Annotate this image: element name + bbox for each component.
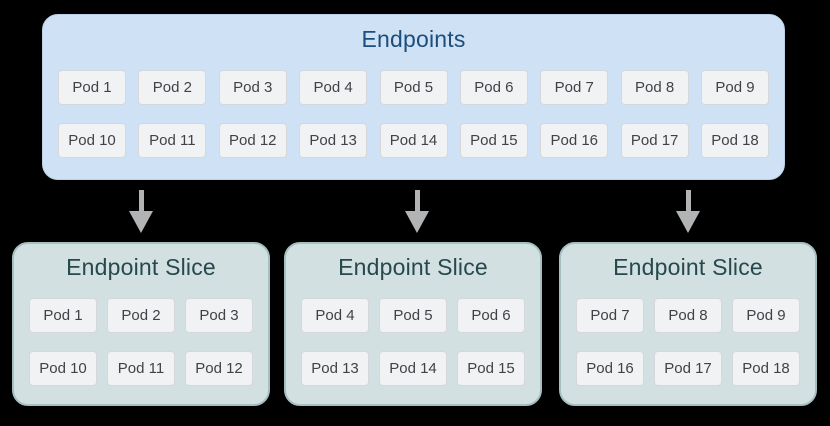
- pod-box: Pod 4: [301, 298, 369, 333]
- slice-pod-row-2: Pod 10 Pod 11 Pod 12: [29, 351, 253, 386]
- pod-box: Pod 9: [701, 70, 769, 105]
- arrow-head: [129, 211, 153, 233]
- pod-box: Pod 6: [457, 298, 525, 333]
- slice-pod-grid: Pod 7 Pod 8 Pod 9 Pod 16 Pod 17 Pod 18: [576, 298, 800, 386]
- pod-box: Pod 7: [576, 298, 644, 333]
- pod-box: Pod 3: [218, 70, 287, 105]
- arrow-stem: [414, 190, 420, 211]
- arrow-head: [405, 211, 429, 233]
- pod-box: Pod 16: [540, 123, 609, 158]
- endpoint-slice-box-3: Endpoint Slice Pod 7 Pod 8 Pod 9 Pod 16 …: [559, 242, 817, 406]
- endpoints-pod-grid: Pod 1 Pod 2 Pod 3 Pod 4 Pod 5 Pod 6 Pod …: [58, 70, 769, 158]
- pod-box: Pod 3: [185, 298, 253, 333]
- slice-pod-row-1: Pod 4 Pod 5 Pod 6: [301, 298, 525, 333]
- slice-pod-grid: Pod 1 Pod 2 Pod 3 Pod 10 Pod 11 Pod 12: [29, 298, 253, 386]
- pod-box: Pod 2: [107, 298, 175, 333]
- pod-box: Pod 10: [58, 123, 126, 158]
- pod-box: Pod 18: [701, 123, 769, 158]
- endpoint-slice-box-2: Endpoint Slice Pod 4 Pod 5 Pod 6 Pod 13 …: [284, 242, 542, 406]
- pod-box: Pod 15: [457, 351, 525, 386]
- pod-box: Pod 11: [138, 123, 207, 158]
- arrow-down-icon: [129, 190, 153, 233]
- pod-box: Pod 7: [540, 70, 609, 105]
- slice-pod-row-1: Pod 7 Pod 8 Pod 9: [576, 298, 800, 333]
- pod-box: Pod 13: [301, 351, 369, 386]
- slice-pod-row-2: Pod 16 Pod 17 Pod 18: [576, 351, 800, 386]
- arrow-down-icon: [405, 190, 429, 233]
- pod-box: Pod 6: [459, 70, 528, 105]
- pod-box: Pod 1: [58, 70, 126, 105]
- endpoints-box: Endpoints Pod 1 Pod 2 Pod 3 Pod 4 Pod 5 …: [42, 14, 785, 180]
- pod-box: Pod 18: [732, 351, 800, 386]
- pod-box: Pod 12: [185, 351, 253, 386]
- pod-box: Pod 4: [299, 70, 368, 105]
- pod-box: Pod 8: [620, 70, 689, 105]
- pod-box: Pod 13: [299, 123, 368, 158]
- pod-box: Pod 5: [379, 70, 448, 105]
- pod-box: Pod 16: [576, 351, 644, 386]
- slice-pod-row-2: Pod 13 Pod 14 Pod 15: [301, 351, 525, 386]
- pod-box: Pod 17: [654, 351, 722, 386]
- pod-box: Pod 10: [29, 351, 97, 386]
- pod-box: Pod 1: [29, 298, 97, 333]
- pod-box: Pod 14: [379, 123, 448, 158]
- pod-box: Pod 12: [218, 123, 287, 158]
- pod-box: Pod 9: [732, 298, 800, 333]
- endpoint-slice-title: Endpoint Slice: [613, 254, 763, 280]
- endpoint-slice-title: Endpoint Slice: [338, 254, 488, 280]
- pod-box: Pod 14: [379, 351, 447, 386]
- slice-pod-row-1: Pod 1 Pod 2 Pod 3: [29, 298, 253, 333]
- arrow-stem: [685, 190, 691, 211]
- pod-box: Pod 11: [107, 351, 175, 386]
- pod-box: Pod 17: [620, 123, 689, 158]
- pod-box: Pod 8: [654, 298, 722, 333]
- arrow-stem: [138, 190, 144, 211]
- slice-pod-grid: Pod 4 Pod 5 Pod 6 Pod 13 Pod 14 Pod 15: [301, 298, 525, 386]
- endpoints-title: Endpoints: [361, 26, 466, 52]
- endpoint-slice-title: Endpoint Slice: [66, 254, 216, 280]
- endpoints-pod-row-1: Pod 1 Pod 2 Pod 3 Pod 4 Pod 5 Pod 6 Pod …: [58, 70, 769, 105]
- endpoint-slice-box-1: Endpoint Slice Pod 1 Pod 2 Pod 3 Pod 10 …: [12, 242, 270, 406]
- pod-box: Pod 5: [379, 298, 447, 333]
- endpoints-pod-row-2: Pod 10 Pod 11 Pod 12 Pod 13 Pod 14 Pod 1…: [58, 123, 769, 158]
- arrow-head: [676, 211, 700, 233]
- pod-box: Pod 2: [138, 70, 207, 105]
- arrow-down-icon: [676, 190, 700, 233]
- pod-box: Pod 15: [459, 123, 528, 158]
